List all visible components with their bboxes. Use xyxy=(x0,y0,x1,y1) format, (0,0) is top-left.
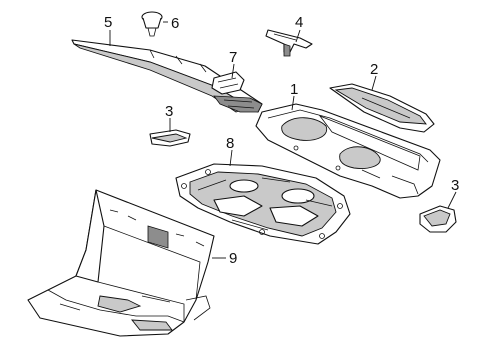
part-6-clip xyxy=(141,11,163,37)
callout-6: 6 xyxy=(171,15,179,32)
part-2-speaker-cover xyxy=(329,83,435,133)
part-1-package-tray xyxy=(255,103,441,199)
part-8-insulator xyxy=(175,163,351,245)
leader-lines xyxy=(109,21,457,259)
part-5-package-tray-trim xyxy=(71,39,263,113)
callout-7: 7 xyxy=(229,49,237,66)
callout-1: 1 xyxy=(290,81,298,98)
callout-3-left: 3 xyxy=(165,103,173,120)
part-7-bracket xyxy=(211,71,245,95)
callout-8: 8 xyxy=(226,135,234,152)
callout-2: 2 xyxy=(370,61,378,78)
callouts: 5 6 4 7 2 1 3 8 3 9 xyxy=(104,14,459,267)
part-9-trunk-liner xyxy=(27,189,215,337)
part-3-insert-right xyxy=(419,205,457,233)
callout-3-right: 3 xyxy=(451,177,459,194)
part-4-retainer xyxy=(265,29,313,57)
callout-4: 4 xyxy=(295,14,303,31)
callout-5: 5 xyxy=(104,14,112,31)
callout-9: 9 xyxy=(229,250,237,267)
part-3-insert-left xyxy=(149,129,191,147)
